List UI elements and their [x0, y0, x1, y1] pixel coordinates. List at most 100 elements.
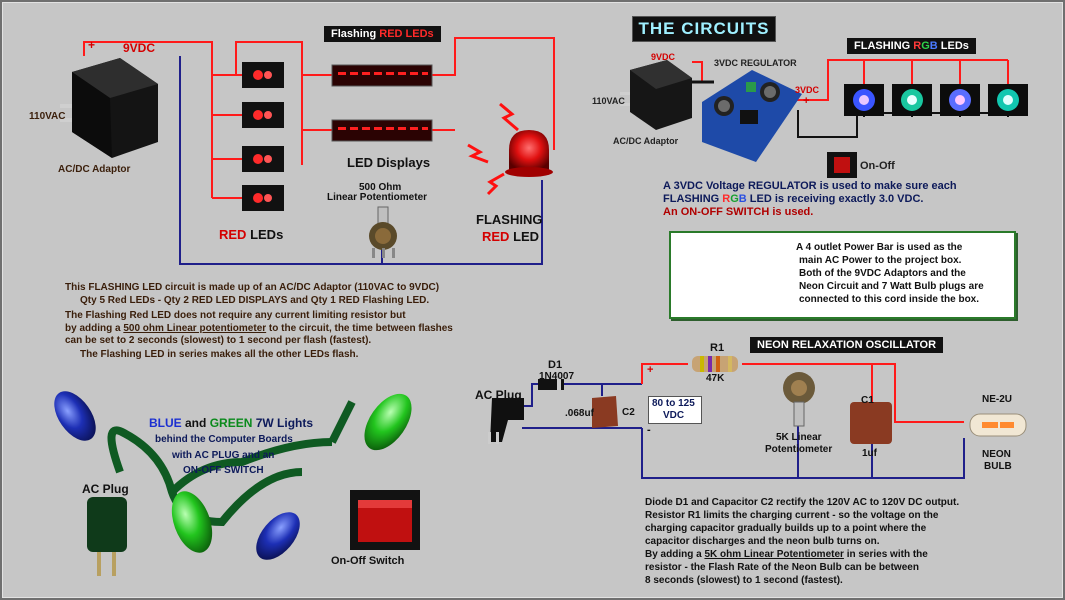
- flashing-red-led-label: RED LED: [482, 229, 539, 244]
- power-bar-box: [669, 231, 1016, 319]
- lights-ac-plug-label: AC Plug: [82, 482, 129, 496]
- neon-desc-line-5: By adding a 5K ohm Linear Potentiometer …: [645, 548, 928, 561]
- capacitor-c2-image: [592, 396, 618, 428]
- r1-value-label: 47K: [706, 373, 725, 384]
- vdc-label: VDC: [663, 410, 685, 421]
- rgb-circuit-banner: FLASHING RGB LEDs: [847, 38, 976, 54]
- page-title: THE CIRCUITS: [632, 16, 776, 42]
- flashing-led-word: LED: [509, 229, 540, 244]
- power-bar-line-4: Neon Circuit and 7 Watt Bulb plugs are: [799, 281, 984, 292]
- red-leds-red: RED: [219, 227, 247, 242]
- neon-desc-line-2: Resistor R1 limits the charging current …: [645, 510, 939, 521]
- neon-bulb-label: NEON: [982, 449, 1011, 460]
- rgb-desc-b: B: [738, 193, 747, 205]
- neon-desc-line-5-post: in series with the: [843, 549, 928, 560]
- resistor-r1-image: [692, 356, 738, 372]
- led-desc-line-4-link: 500 ohm Linear potentiometer: [123, 323, 267, 334]
- neon-desc-line-1: Diode D1 and Capacitor C2 rectify the 12…: [645, 497, 960, 508]
- neon-ac-plug-image: [488, 398, 524, 444]
- regulator-board-image: [702, 70, 802, 162]
- led-desc-line-1: This FLASHING LED circuit is made up of …: [65, 282, 440, 293]
- ac-dc-adaptor-image: [60, 58, 158, 158]
- vdc-range-box: [648, 396, 702, 424]
- diode-d1-image: [538, 379, 564, 390]
- rgb-adaptor-image: [620, 60, 692, 130]
- pot-value-label: 500 Ohm: [359, 182, 402, 193]
- led-banner-red: RED LEDs: [379, 28, 434, 40]
- r1-label: R1: [710, 342, 725, 354]
- led-desc-line-6: The Flashing LED in series makes all the…: [80, 349, 359, 360]
- rgb-plus-sign: +: [803, 95, 810, 107]
- capacitor-c1-image: [850, 402, 892, 444]
- led-banner-prefix: Flashing: [331, 28, 380, 40]
- lights-blue-word: BLUE: [149, 416, 182, 430]
- neon-desc-line-5-pre: By adding a: [645, 549, 705, 560]
- rgb-switch-image: [827, 152, 857, 178]
- lights-line-4: ON-OFF SWITCH: [183, 465, 264, 476]
- red-leds-label: RED LEDs: [219, 227, 283, 242]
- led-circuit-wires: [83, 37, 555, 265]
- regulator-label: 3VDC REGULATOR: [714, 58, 797, 68]
- rgb-desc-line-1: A 3VDC Voltage REGULATOR is used to make…: [663, 180, 957, 192]
- pot-5k-label: 5K Linear: [776, 432, 822, 443]
- c2-value-label: .068uf: [565, 408, 594, 419]
- led-adaptor-label: AC/DC Adaptor: [58, 164, 131, 175]
- rgb-banner-prefix: FLASHING: [854, 40, 914, 52]
- rgb-led-images: [844, 84, 1028, 116]
- power-bar-line-5: connected to this cord inside the box.: [799, 294, 980, 305]
- rgb-input-voltage: 110VAC: [592, 96, 625, 106]
- lights-green-word: GREEN: [209, 416, 253, 430]
- rgb-desc-line-3: An ON-OFF SWITCH is used.: [663, 206, 814, 218]
- flashing-red-word: RED: [482, 229, 510, 244]
- power-bar-line-3: Both of the 9VDC Adaptors and the: [799, 268, 966, 279]
- led-plus-sign: +: [88, 38, 96, 52]
- diode-part-label: 1N4007: [539, 371, 575, 382]
- bulb-lights-image: [54, 391, 412, 576]
- potentiometer-500-image: [369, 206, 397, 258]
- lights-suffix: 7W Lights: [252, 416, 314, 430]
- rgb-desc-line-2: FLASHING RGB LED is receiving exactly 3.…: [663, 193, 923, 206]
- pot-5k-type-label: Potentiometer: [765, 444, 833, 455]
- c2-label: C2: [622, 407, 635, 418]
- neon-ac-plug-label: AC Plug: [475, 388, 522, 402]
- neon-desc-line-6: resistor - the Flash Rate of the Neon Bu…: [645, 562, 919, 573]
- neon-bulb-part-label: NE-2U: [982, 394, 1013, 405]
- neon-plus-sign: +: [647, 364, 654, 376]
- led-desc-line-5: can be set to 2 seconds (slowest) to 1 s…: [65, 335, 372, 346]
- power-bar-line-1: A 4 outlet Power Bar is used as the: [796, 242, 963, 253]
- neon-circuit-wires: [522, 363, 965, 479]
- red-led-images: [242, 62, 284, 211]
- led-desc-line-2: Qty 5 Red LEDs - Qty 2 RED LED DISPLAYS …: [80, 295, 430, 306]
- neon-banner: NEON RELAXATION OSCILLATOR: [750, 337, 944, 353]
- rgb-banner-g: G: [921, 40, 930, 52]
- neon-bulb-image: [969, 413, 1027, 437]
- vdc-range-label: 80 to 125: [652, 398, 695, 409]
- rgb-banner-r: R: [913, 40, 922, 52]
- red-leds-black: LEDs: [246, 227, 284, 242]
- rgb-adaptor-label: AC/DC Adaptor: [613, 136, 679, 146]
- lights-title: BLUE and GREEN 7W Lights: [149, 416, 313, 430]
- power-bar-line-2: main AC Power to the project box.: [799, 255, 962, 266]
- rgb-banner-b: B: [929, 40, 938, 52]
- led-display-images: [331, 64, 433, 142]
- led-input-voltage: 110VAC: [29, 111, 66, 122]
- pot-type-label: Linear Potentiometer: [327, 192, 428, 203]
- lights-and-word: and: [181, 416, 210, 430]
- rgb-desc-line-2-post: LED is receiving exactly 3.0 VDC.: [746, 193, 924, 205]
- rgb-desc-r: R: [722, 193, 731, 205]
- lights-line-2: behind the Computer Boards: [155, 434, 293, 445]
- rgb-desc-g: G: [730, 193, 739, 205]
- c1-value-label: 1uf: [862, 448, 877, 459]
- neon-desc-line-5-link: 5K ohm Linear Potentiometer: [704, 549, 844, 560]
- on-off-switch-image: [350, 490, 420, 550]
- c1-label: C1: [861, 395, 874, 406]
- led-voltage-label: 9VDC: [123, 41, 156, 55]
- potentiometer-5k-image: [783, 372, 815, 427]
- rgb-adapter-voltage: 9VDC: [651, 52, 676, 62]
- neon-desc-line-4: capacitor discharges and the neon bulb t…: [645, 536, 880, 547]
- lights-line-3: with AC PLUG and an: [172, 450, 275, 461]
- rgb-output-voltage: 3VDC: [795, 85, 820, 95]
- neon-desc-line-3: charging capacitor gradually builds up t…: [645, 523, 927, 534]
- led-desc-line-3: The Flashing Red LED does not require an…: [65, 310, 406, 321]
